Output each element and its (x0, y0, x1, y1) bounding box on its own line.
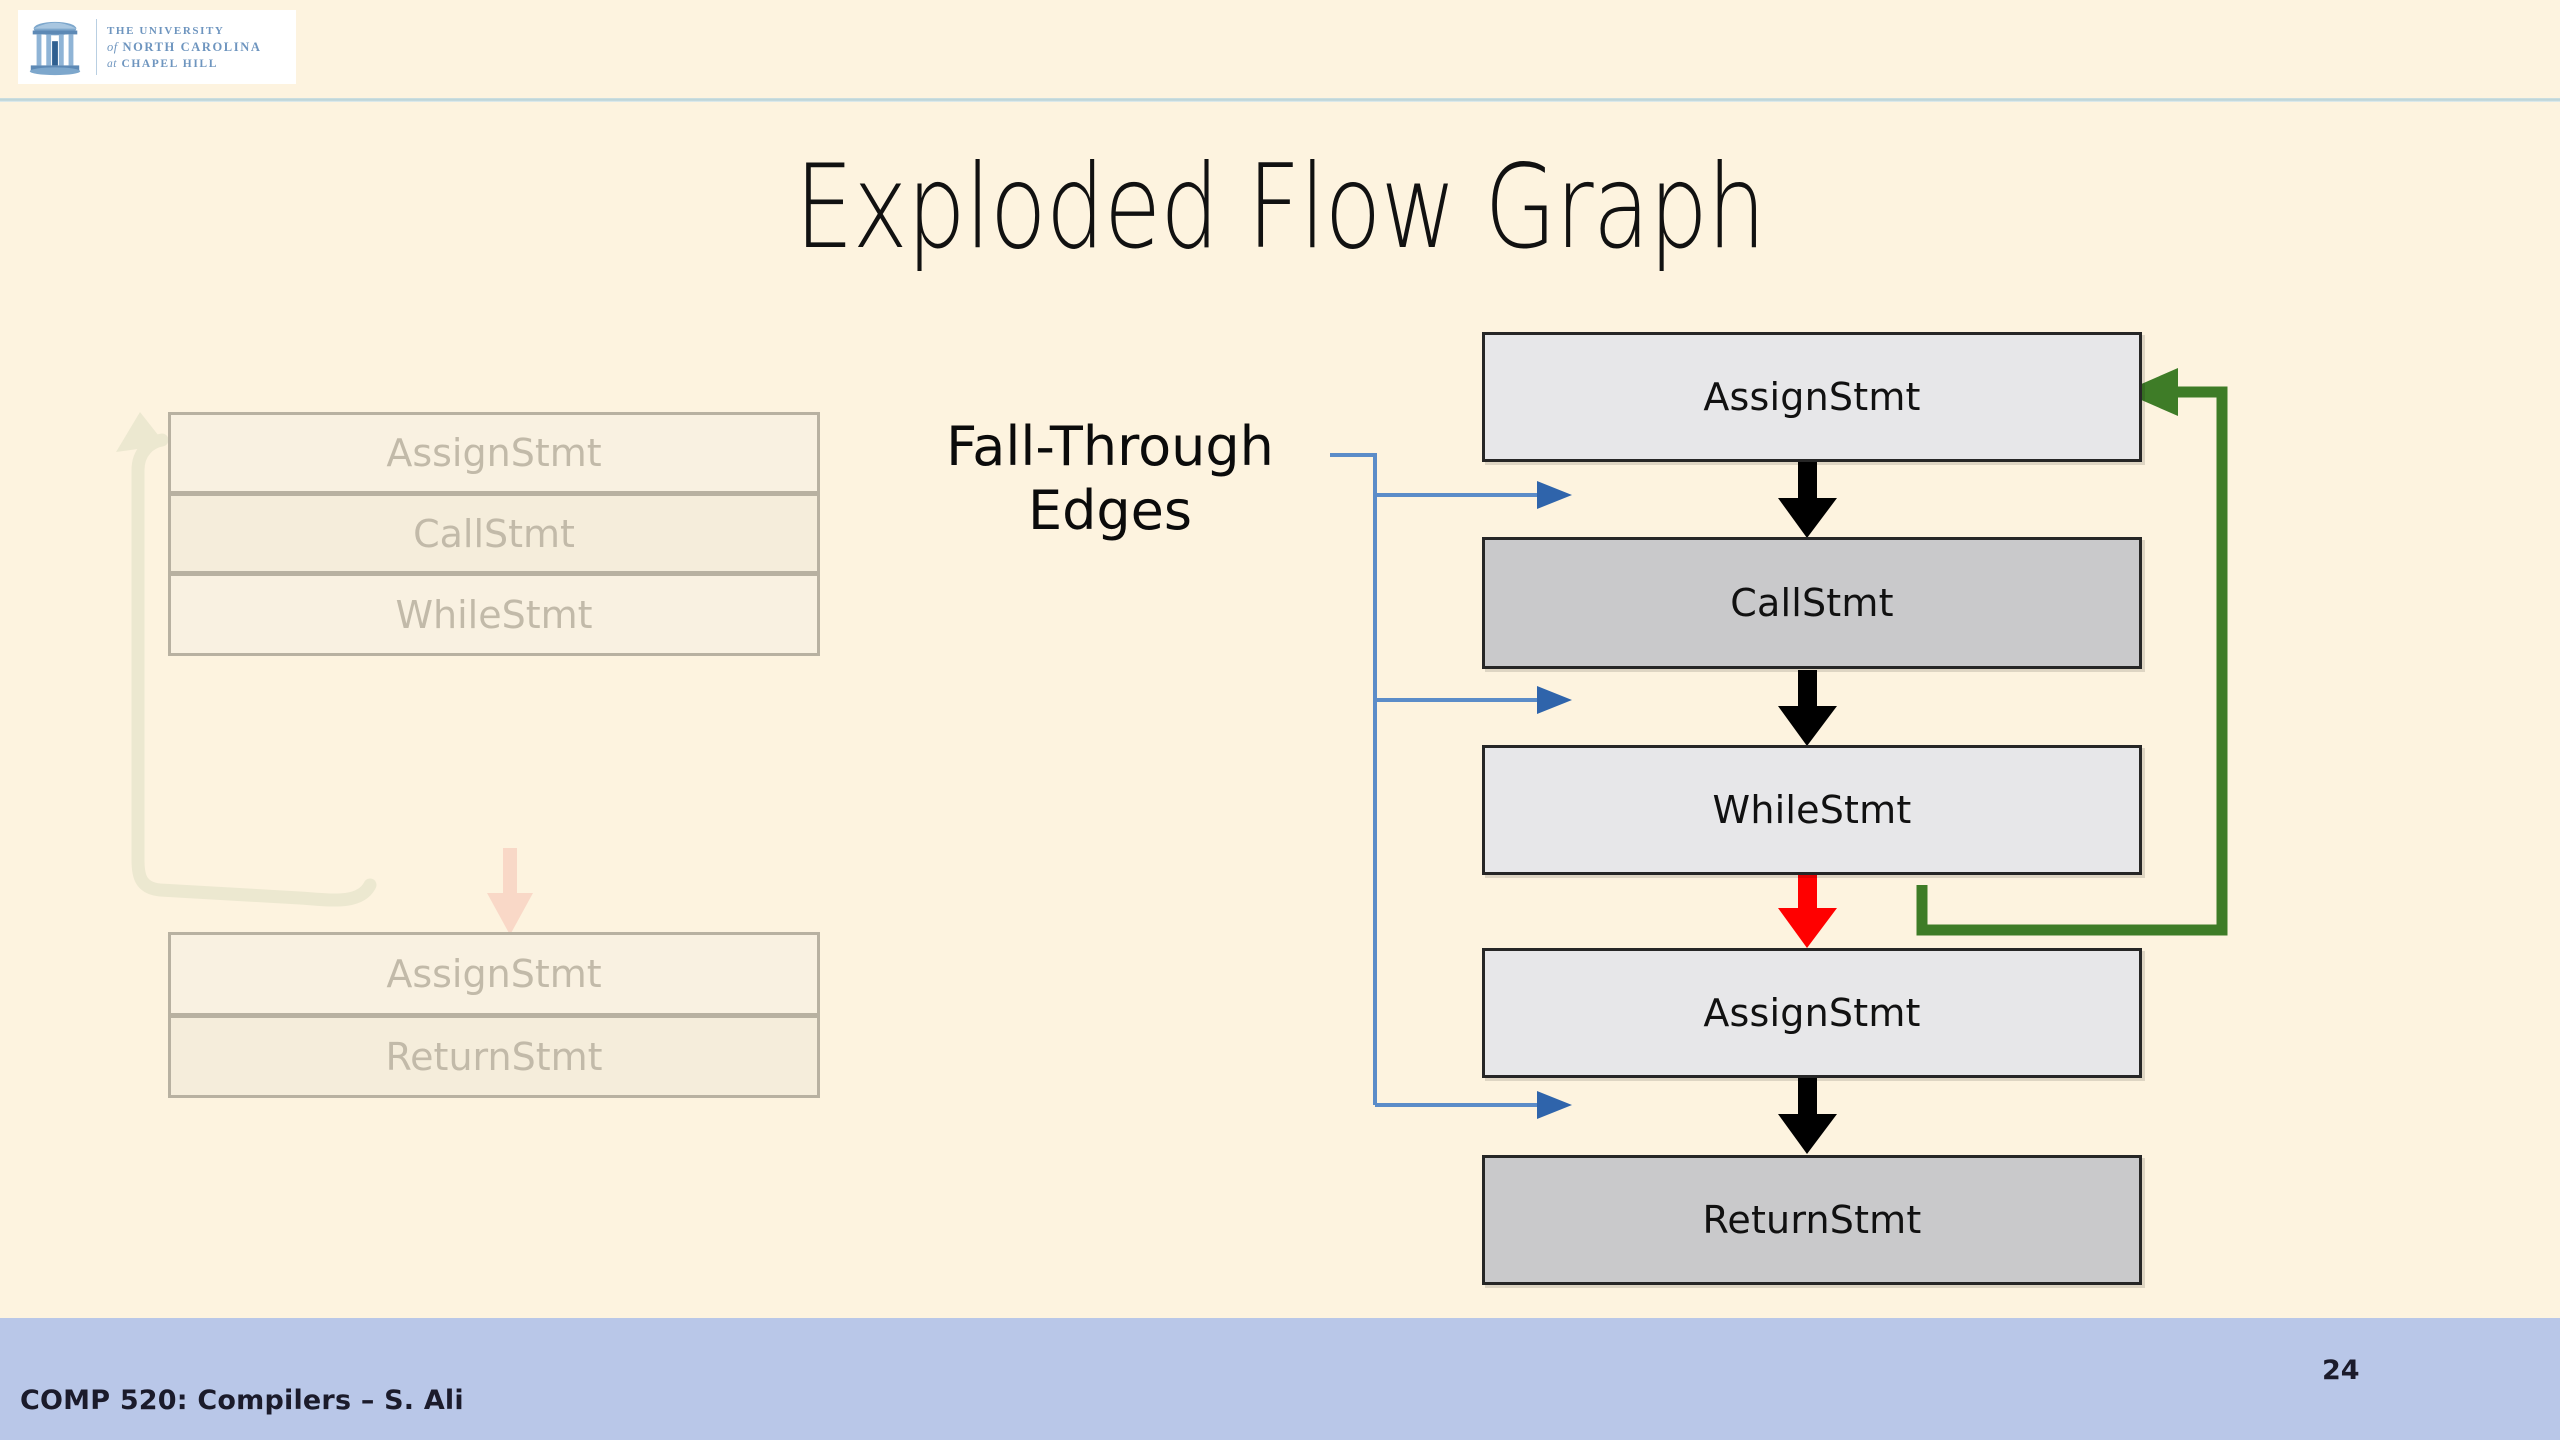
ghost-node-label: ReturnStmt (385, 1034, 603, 1079)
ghost-node-assignstmt-2: AssignStmt (168, 932, 820, 1016)
slide-page-number: 24 (2322, 1355, 2360, 1386)
node-label: ReturnStmt (1702, 1198, 1922, 1242)
edge-assign-to-return (1778, 1078, 1837, 1154)
slide-footer-bar (0, 1318, 2560, 1440)
fall-through-label-line-2: Edges (1027, 478, 1193, 542)
ghost-node-label: CallStmt (413, 511, 575, 556)
fall-through-edges (1330, 453, 1545, 1107)
edge-call-to-while (1778, 670, 1837, 746)
unc-logo: THE UNIVERSITY of NORTH CAROLINA at CHAP… (18, 10, 296, 84)
node-returnstmt: ReturnStmt (1482, 1155, 2142, 1285)
ghost-node-assignstmt-1: AssignStmt (168, 412, 820, 494)
logo-line-2: of NORTH CAROLINA (107, 40, 261, 55)
ghost-node-label: AssignStmt (386, 952, 602, 996)
logo-line-1: THE UNIVERSITY (107, 24, 225, 37)
slide-header: THE UNIVERSITY of NORTH CAROLINA at CHAP… (0, 0, 2560, 102)
logo-line-3-prefix: at (107, 57, 117, 70)
node-label: CallStmt (1730, 581, 1894, 625)
edge-back-while-to-assign (1916, 368, 2228, 936)
node-label: AssignStmt (1703, 375, 1921, 419)
ghost-node-label: WhileStmt (395, 592, 593, 637)
sequential-edges (1778, 462, 1837, 1154)
logo-line-3-text: CHAPEL HILL (121, 57, 218, 70)
node-whilestmt: WhileStmt (1482, 745, 2142, 875)
edge-while-to-assign-red (1778, 872, 1837, 948)
logo-divider (96, 19, 97, 75)
node-callstmt: CallStmt (1482, 537, 2142, 669)
footer-course-text: COMP 520: Compilers – S. Ali (20, 1385, 464, 1416)
fall-through-edges-label: Fall-Through Edges (900, 415, 1320, 542)
logo-line-3: at CHAPEL HILL (107, 58, 261, 70)
old-well-icon (29, 21, 81, 76)
fall-through-arrowheads (1537, 481, 1572, 1119)
ghost-node-label: AssignStmt (386, 431, 602, 475)
node-label: WhileStmt (1712, 788, 1912, 832)
node-assignstmt-1: AssignStmt (1482, 332, 2142, 462)
ghost-flow-graph: AssignStmt CallStmt WhileStmt AssignStmt… (0, 0, 1000, 1440)
page-title: Exploded Flow Graph (794, 140, 1766, 275)
ghost-node-whilestmt: WhileStmt (168, 573, 820, 656)
ghost-node-returnstmt: ReturnStmt (168, 1015, 820, 1098)
logo-line-2-prefix: of (107, 39, 118, 54)
ghost-node-callstmt: CallStmt (168, 493, 820, 574)
header-divider-rule (0, 98, 2560, 102)
node-assignstmt-2: AssignStmt (1482, 948, 2142, 1078)
edge-assign-to-call (1778, 462, 1837, 538)
fall-through-label-line-1: Fall-Through (946, 415, 1274, 478)
ghost-fallthrough-arrow (487, 848, 533, 935)
logo-line-2-text: NORTH CAROLINA (122, 39, 262, 54)
node-label: AssignStmt (1703, 991, 1921, 1035)
logo-wordmark: THE UNIVERSITY of NORTH CAROLINA at CHAP… (107, 25, 261, 70)
